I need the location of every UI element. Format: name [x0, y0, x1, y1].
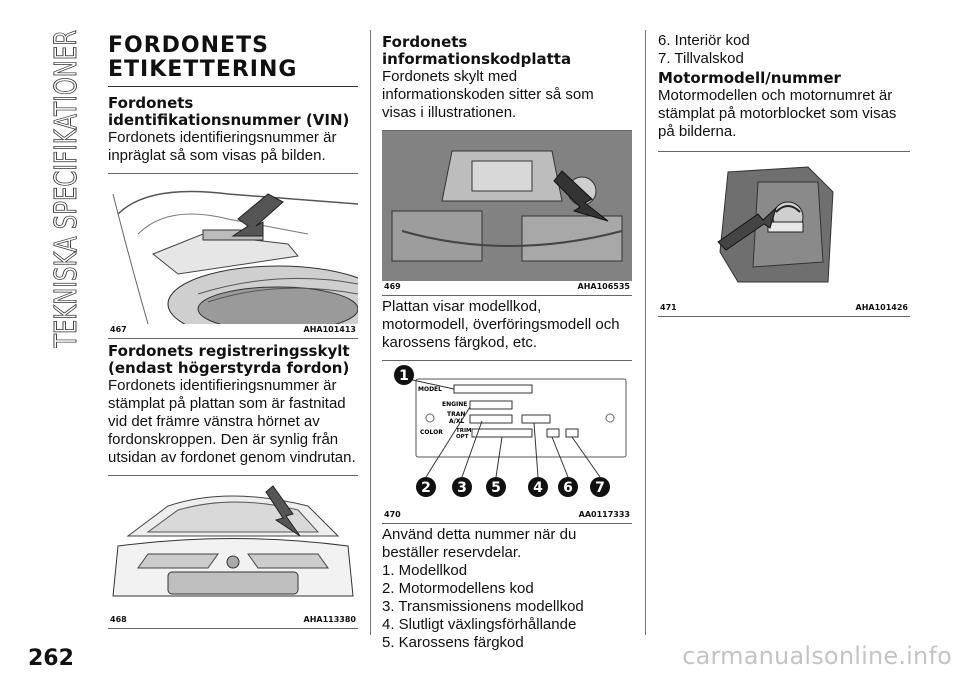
- rivet-icon: [425, 413, 435, 423]
- plate-label-engine: ENGINE: [442, 401, 467, 408]
- column-divider: [645, 30, 646, 635]
- figure-code: AA0117333: [578, 510, 630, 519]
- page-number: 262: [28, 646, 74, 671]
- engine-number-heading: Motormodell/nummer: [658, 69, 841, 87]
- info-plate-heading: Fordonets informationskodplatta: [382, 33, 572, 68]
- callout-4: 4: [533, 480, 543, 496]
- side-chapter-title-text: TEKNISKA SPECIFIKATIONER: [49, 30, 84, 348]
- title-rule: [108, 86, 358, 87]
- callout-7: 7: [595, 480, 605, 496]
- callout-6: 6: [563, 480, 573, 496]
- vehicle-front-illustration: [108, 476, 358, 614]
- figure-number: 469: [384, 282, 401, 291]
- arrow-icon: [231, 193, 284, 237]
- figure-467: 467 AHA101413: [108, 173, 358, 339]
- list-item: 7. Tillvalskod: [658, 50, 744, 67]
- figure-caption: 468 AHA113380: [108, 614, 358, 628]
- side-chapter-title: TEKNISKA SPECIFIKATIONER: [6, 18, 86, 350]
- callout-3: 3: [457, 480, 467, 496]
- vin-text: Fordonets identifieringsnummer är inpräg…: [108, 129, 337, 164]
- plate-label-trim-1: TRIM: [456, 428, 472, 434]
- column-3: 6. Interiör kod 7. Tillvalskod Motormode…: [658, 30, 910, 317]
- engine-bay-illustration: [382, 131, 632, 281]
- figure-470: MODEL ENGINE TRAN A/XL COLOR TRIM OPT 1 …: [382, 360, 632, 524]
- registration-text: Fordonets identifieringsnummer är stämpl…: [108, 377, 356, 466]
- section-title: FORDONETS ETIKETTERING: [108, 34, 358, 82]
- code-list: 1. Modellkod 2. Motormodellens kod 3. Tr…: [382, 562, 632, 652]
- list-item: 6. Interiör kod: [658, 32, 750, 49]
- vin-heading: Fordonets identifikationsnummer (VIN): [108, 94, 350, 129]
- engine-number-text: Motormodellen och motornumret är stämpla…: [658, 87, 897, 140]
- figure-468: 468 AHA113380: [108, 475, 358, 629]
- plate-label-trim-2: OPT: [456, 434, 469, 440]
- arrow-icon: [553, 170, 609, 222]
- callout-2: 2: [421, 480, 431, 496]
- section-title-line1: FORDONETS: [108, 33, 269, 58]
- list-item: 5. Karossens färgkod: [382, 634, 524, 651]
- section-title-line2: ETIKETTERING: [108, 57, 298, 82]
- plate-text: Plattan visar modellkod, motormodell, öv…: [382, 298, 620, 351]
- wheel-arch-illustration: [108, 174, 358, 324]
- figure-code: AHA101426: [855, 303, 908, 312]
- figure-caption: 467 AHA101413: [108, 324, 358, 338]
- arrow-icon: [265, 485, 301, 537]
- plate-label-model: MODEL: [418, 386, 442, 393]
- figure-469: 469 AHA106535: [382, 130, 632, 296]
- list-item: 4. Slutligt växlingsförhållande: [382, 616, 577, 633]
- figure-number: 470: [384, 510, 401, 519]
- figure-code: AHA106535: [577, 282, 630, 291]
- info-plate-text: Fordonets skylt med informationskoden si…: [382, 68, 594, 121]
- callout-1: 1: [399, 368, 409, 384]
- figure-number: 468: [110, 615, 127, 624]
- figure-number: 471: [660, 303, 677, 312]
- callout-5: 5: [491, 480, 501, 496]
- registration-heading: Fordonets registreringsskylt (endast hög…: [108, 342, 350, 377]
- plate-label-trans-1: TRAN: [447, 411, 465, 418]
- figure-number: 467: [110, 325, 127, 334]
- figure-code: AHA101413: [303, 325, 356, 334]
- column-divider: [370, 30, 371, 635]
- code-list-continued: 6. Interiör kod 7. Tillvalskod: [658, 32, 910, 68]
- list-item: 2. Motormodellens kod: [382, 580, 534, 597]
- figure-caption: 469 AHA106535: [382, 281, 632, 295]
- column-1: FORDONETS ETIKETTERING Fordonets identif…: [108, 30, 358, 629]
- plate-label-trans-2: A/XL: [449, 418, 464, 425]
- info-plate-diagram: MODEL ENGINE TRAN A/XL COLOR TRIM OPT 1 …: [382, 361, 632, 509]
- list-item: 3. Transmissionens modellkod: [382, 598, 584, 615]
- plate-label-color: COLOR: [420, 429, 443, 436]
- arrow-icon: [717, 206, 778, 251]
- figure-471: 471 AHA101426: [658, 151, 910, 317]
- column-2: Fordonets informationskodplatta Fordonet…: [382, 30, 632, 652]
- watermark: carmanualsonline.info: [682, 642, 952, 670]
- figure-code: AHA113380: [303, 615, 356, 624]
- engine-block-illustration: [658, 152, 910, 302]
- list-item: 1. Modellkod: [382, 562, 468, 579]
- rivet-icon: [605, 413, 615, 423]
- figure-caption: 471 AHA101426: [658, 302, 910, 316]
- figure-caption: 470 AA0117333: [382, 509, 632, 523]
- usage-text: Använd detta nummer när du beställer res…: [382, 526, 577, 561]
